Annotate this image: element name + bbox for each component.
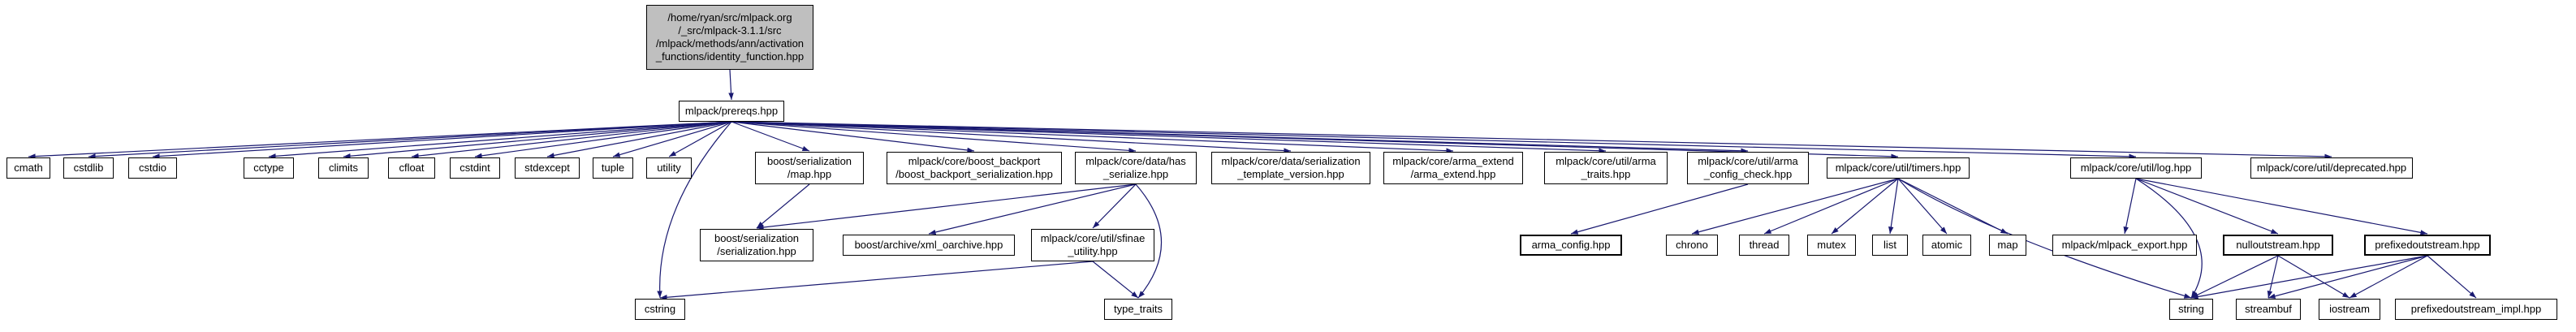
node-map: map <box>1989 235 2026 256</box>
node-xml-oarchive: boost/archive/xml_oarchive.hpp <box>843 235 1015 256</box>
node-cstdlib: cstdlib <box>63 157 114 179</box>
node-arma-traits[interactable]: mlpack/core/util/arma _traits.hpp <box>1544 152 1668 184</box>
node-boost-serialization-map: boost/serialization /map.hpp <box>755 152 864 184</box>
node-mlpack-prereqs[interactable]: mlpack/prereqs.hpp <box>679 101 784 122</box>
node-arma-config[interactable]: arma_config.hpp <box>1520 235 1622 256</box>
node-timers[interactable]: mlpack/core/util/timers.hpp <box>1827 157 1970 179</box>
node-stdexcept: stdexcept <box>515 157 580 179</box>
node-chrono: chrono <box>1666 235 1718 256</box>
node-identity-function: /home/ryan/src/mlpack.org /_src/mlpack-3… <box>646 5 813 70</box>
node-cstdio: cstdio <box>128 157 177 179</box>
node-utility: utility <box>646 157 692 179</box>
node-boost-backport-serialization[interactable]: mlpack/core/boost_backport /boost_backpo… <box>887 152 1062 184</box>
node-type-traits: type_traits <box>1104 299 1172 320</box>
node-nulloutstream[interactable]: nulloutstream.hpp <box>2223 235 2333 256</box>
node-list: list <box>1872 235 1908 256</box>
node-atomic: atomic <box>1922 235 1971 256</box>
node-cctype: cctype <box>244 157 294 179</box>
node-tuple: tuple <box>593 157 633 179</box>
node-mlpack-export[interactable]: mlpack/mlpack_export.hpp <box>2052 235 2197 256</box>
node-prefixedoutstream-impl[interactable]: prefixedoutstream_impl.hpp <box>2395 299 2557 320</box>
node-log[interactable]: mlpack/core/util/log.hpp <box>2070 157 2202 179</box>
node-cstring: cstring <box>635 299 685 320</box>
node-arma-config-check[interactable]: mlpack/core/util/arma _config_check.hpp <box>1687 152 1809 184</box>
node-cstdint: cstdint <box>450 157 500 179</box>
node-sfinae-utility[interactable]: mlpack/core/util/sfinae _utility.hpp <box>1031 229 1154 261</box>
node-climits: climits <box>318 157 369 179</box>
node-cmath: cmath <box>6 157 50 179</box>
node-thread: thread <box>1739 235 1789 256</box>
node-deprecated[interactable]: mlpack/core/util/deprecated.hpp <box>2250 157 2413 179</box>
node-mutex: mutex <box>1807 235 1856 256</box>
node-boost-serialization: boost/serialization /serialization.hpp <box>700 229 813 261</box>
node-serialization-template-version[interactable]: mlpack/core/data/serialization _template… <box>1211 152 1370 184</box>
node-arma-extend[interactable]: mlpack/core/arma_extend /arma_extend.hpp <box>1383 152 1523 184</box>
node-cfloat: cfloat <box>388 157 435 179</box>
node-streambuf: streambuf <box>2236 299 2301 320</box>
node-prefixedoutstream[interactable]: prefixedoutstream.hpp <box>2364 235 2491 256</box>
node-string: string <box>2169 299 2213 320</box>
node-iostream: iostream <box>2319 299 2380 320</box>
node-has-serialize[interactable]: mlpack/core/data/has _serialize.hpp <box>1075 152 1197 184</box>
